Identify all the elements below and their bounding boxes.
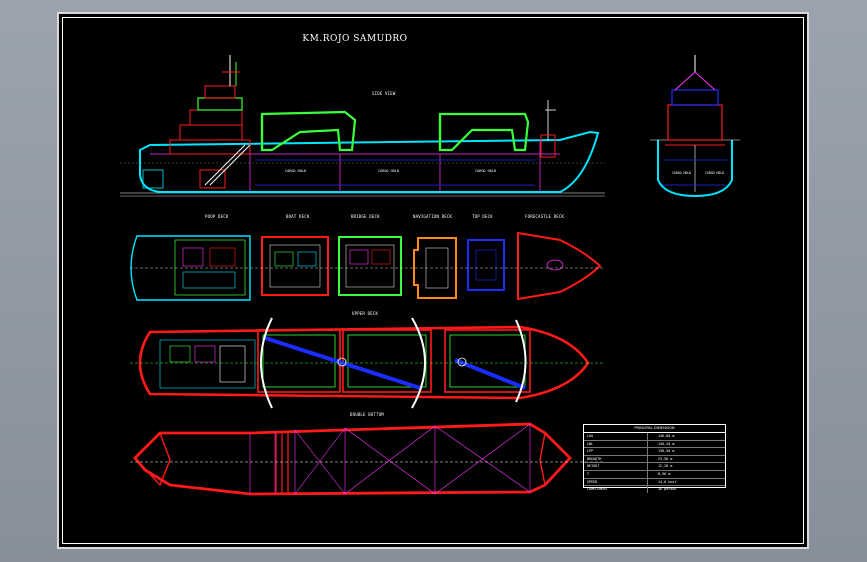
cranes bbox=[260, 110, 530, 152]
double-bottom bbox=[130, 422, 605, 496]
double-bottom-hull bbox=[133, 422, 572, 496]
deck-plans bbox=[130, 231, 605, 301]
svg-text:CARGO HOLD: CARGO HOLD bbox=[672, 171, 691, 175]
hull-outline bbox=[139, 130, 600, 193]
label-navigation-deck: NAVIGATION DECK bbox=[413, 214, 453, 219]
bridge-deck-outline bbox=[338, 236, 402, 296]
side-view: CARGO HOLD CARGO HOLD CARGO HOLD bbox=[120, 55, 605, 197]
drawing-frame bbox=[57, 12, 809, 549]
drawing-border bbox=[62, 17, 804, 544]
label-bridge-deck: BRIDGE DECK bbox=[351, 214, 380, 219]
table-header: PRINCIPAL DIMENSION bbox=[584, 425, 725, 433]
upper-deck-hull bbox=[138, 325, 590, 400]
top-deck-outline bbox=[467, 239, 505, 291]
upper-deck bbox=[130, 317, 605, 409]
superstructure bbox=[142, 55, 251, 189]
boat-deck-outline bbox=[261, 236, 329, 296]
label-double-bottom: DOUBLE BOTTOM bbox=[350, 412, 384, 417]
crane-boom-2 bbox=[454, 358, 526, 390]
navigation-deck-outline bbox=[413, 237, 457, 299]
label-side-view: SIDE VIEW bbox=[372, 91, 396, 96]
fore-mast bbox=[540, 100, 556, 158]
hold-inner-lines bbox=[255, 159, 535, 186]
label-forecastle-deck: FORECASTLE DECK bbox=[525, 214, 565, 219]
hold-label-3: CARGO HOLD bbox=[475, 169, 496, 173]
label-poop-deck: POOP DECK bbox=[205, 214, 229, 219]
hold-label-2: CARGO HOLD bbox=[378, 169, 399, 173]
label-top-deck: TOP DECK bbox=[472, 214, 493, 219]
label-upper-deck: UPPER DECK bbox=[352, 311, 379, 316]
label-boat-deck: BOAT DECK bbox=[286, 214, 310, 219]
forecastle-deck-outline bbox=[517, 231, 602, 301]
svg-text:CARGO HOLD: CARGO HOLD bbox=[705, 171, 724, 175]
poop-deck-outline bbox=[130, 235, 251, 301]
hold-label-1: CARGO HOLD bbox=[285, 169, 306, 173]
hold-bulkheads bbox=[249, 140, 541, 192]
section-view: CARGO HOLD CARGO HOLD bbox=[650, 55, 740, 198]
drawing-title: KM.ROJO SAMUDRO bbox=[302, 34, 408, 44]
